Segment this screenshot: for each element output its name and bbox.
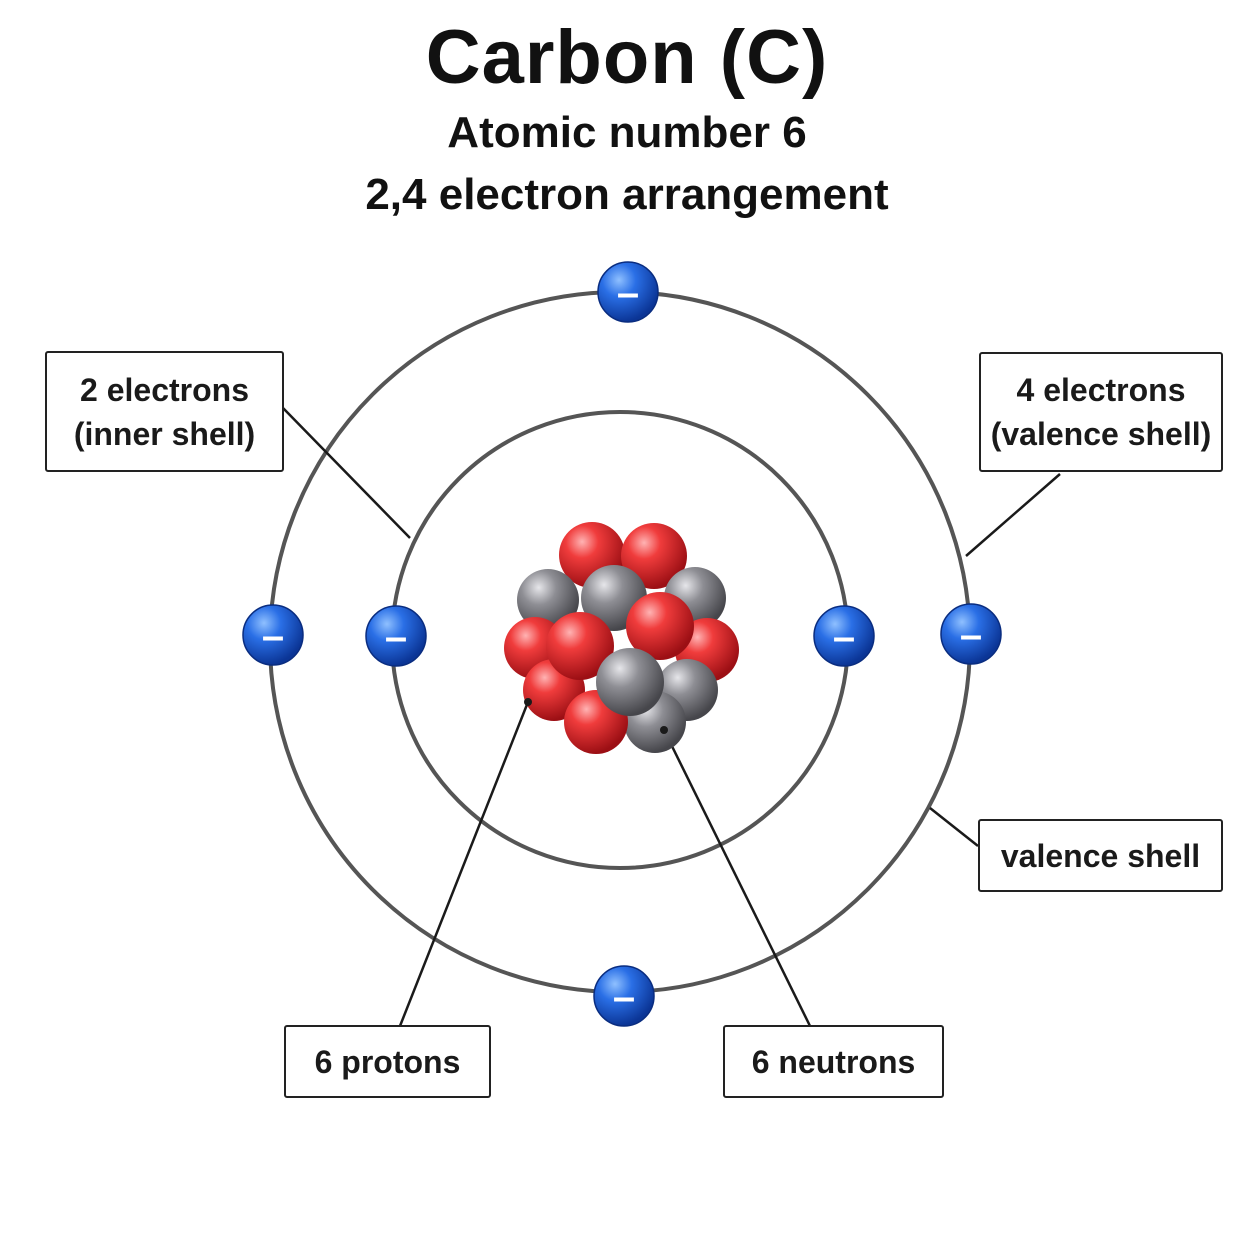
page-title: Carbon (C) bbox=[425, 15, 829, 100]
electron-minus-sign: – bbox=[960, 613, 982, 657]
valence-electrons-label: 4 electrons (valence shell) bbox=[979, 352, 1223, 472]
electron-minus-sign: – bbox=[262, 614, 284, 658]
valence-electrons-label-line1: 4 electrons bbox=[1016, 372, 1186, 408]
electron: – bbox=[940, 603, 1002, 665]
neutrons-label: 6 neutrons bbox=[723, 1025, 944, 1098]
inner-electrons-leader-line bbox=[282, 407, 411, 539]
electron-arrangement-subtitle: 2,4 electron arrangement bbox=[365, 170, 889, 219]
proton-particle bbox=[621, 523, 687, 589]
electron-minus-sign: – bbox=[385, 615, 407, 659]
valence-shell-label: valence shell bbox=[978, 819, 1223, 892]
neutrons-label-text: 6 neutrons bbox=[751, 1043, 916, 1080]
electron: – bbox=[365, 605, 427, 667]
inner-shell-orbit bbox=[390, 410, 850, 870]
valence-shell-leader-line bbox=[929, 807, 979, 847]
neutrons-leader-line bbox=[662, 729, 812, 1027]
electron-minus-sign: – bbox=[613, 975, 635, 1019]
nucleus bbox=[504, 522, 739, 754]
neutrons-leader-dot bbox=[660, 726, 668, 734]
proton-particle bbox=[546, 612, 614, 680]
electron: – bbox=[593, 965, 655, 1027]
proton-particle bbox=[626, 592, 694, 660]
protons-label: 6 protons bbox=[284, 1025, 491, 1098]
protons-label-text: 6 protons bbox=[314, 1043, 461, 1080]
valence-electrons-label-line2: (valence shell) bbox=[990, 416, 1212, 452]
atomic-number-subtitle: Atomic number 6 bbox=[447, 108, 807, 157]
inner-electrons-label-line2: (inner shell) bbox=[73, 415, 256, 452]
inner-electrons-label-line1: 2 electrons bbox=[80, 371, 249, 408]
electron: – bbox=[813, 605, 875, 667]
electron: – bbox=[242, 604, 304, 666]
electron-minus-sign: – bbox=[617, 271, 639, 315]
inner-electrons-label: 2 electrons (inner shell) bbox=[45, 351, 284, 472]
neutron-particle bbox=[517, 569, 579, 631]
protons-leader-line bbox=[398, 701, 530, 1027]
electron: – bbox=[597, 261, 659, 323]
protons-leader-dot bbox=[524, 698, 532, 706]
valence-electrons-leader-line bbox=[965, 473, 1061, 557]
valence-shell-label-text: valence shell bbox=[1000, 837, 1201, 874]
electron-minus-sign: – bbox=[833, 615, 855, 659]
neutron-particle bbox=[596, 648, 664, 716]
